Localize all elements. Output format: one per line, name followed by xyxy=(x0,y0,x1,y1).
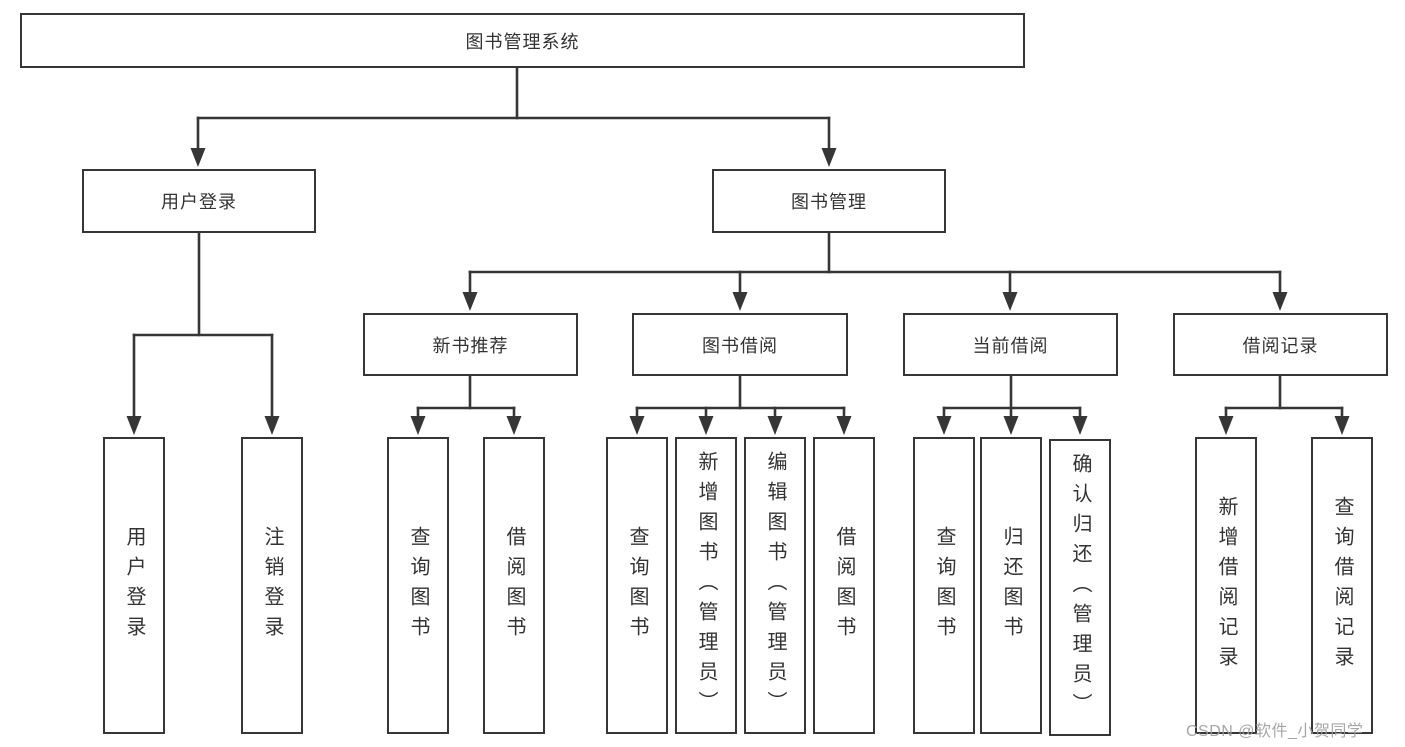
node-bb-edit-books-admin: 编辑图书（管理员） xyxy=(744,437,806,734)
node-bb-borrow-books-label: 借阅图书 xyxy=(833,525,855,646)
node-current-borrow: 当前借阅 xyxy=(903,313,1118,376)
node-system: 图书管理系统 xyxy=(20,13,1025,68)
node-new-book-recommend-label: 新书推荐 xyxy=(432,335,509,356)
node-bb-query-books-label: 查询图书 xyxy=(626,525,648,646)
node-cb-return-books: 归还图书 xyxy=(980,437,1042,734)
node-cb-query-books: 查询图书 xyxy=(913,437,975,734)
node-book-mgmt: 图书管理 xyxy=(712,169,946,233)
node-logout-label: 注销登录 xyxy=(261,525,283,646)
node-bb-edit-books-admin-label: 编辑图书（管理员） xyxy=(764,450,786,721)
node-cb-query-books-label: 查询图书 xyxy=(933,525,955,646)
node-book-borrow-label: 图书借阅 xyxy=(702,335,778,356)
node-cb-confirm-return-admin: 确认归还（管理员） xyxy=(1049,439,1111,736)
node-logout: 注销登录 xyxy=(241,437,303,734)
node-br-query-record-label: 查询借阅记录 xyxy=(1331,495,1353,676)
arrowheads xyxy=(126,148,1350,435)
node-nb-borrow-books: 借阅图书 xyxy=(483,437,545,734)
node-nb-borrow-books-label: 借阅图书 xyxy=(503,525,525,646)
node-book-borrow: 图书借阅 xyxy=(632,313,848,376)
node-book-mgmt-label: 图书管理 xyxy=(791,192,867,212)
node-bb-add-books-admin: 新增图书（管理员） xyxy=(675,437,737,734)
node-new-book-recommend: 新书推荐 xyxy=(363,313,578,376)
node-cb-return-books-label: 归还图书 xyxy=(1000,525,1022,646)
node-current-borrow-label: 当前借阅 xyxy=(972,335,1049,356)
node-nb-query-books: 查询图书 xyxy=(387,437,449,734)
node-system-label: 图书管理系统 xyxy=(465,31,580,52)
node-user-login: 用户登录 xyxy=(82,169,316,233)
node-borrow-records: 借阅记录 xyxy=(1173,313,1388,376)
node-cb-confirm-return-admin-label: 确认归还（管理员） xyxy=(1069,452,1091,723)
node-br-add-record: 新增借阅记录 xyxy=(1195,437,1257,734)
node-bb-borrow-books: 借阅图书 xyxy=(813,437,875,734)
node-user-login-leaf: 用户登录 xyxy=(103,437,165,734)
node-br-add-record-label: 新增借阅记录 xyxy=(1215,495,1237,676)
node-user-login-leaf-label: 用户登录 xyxy=(123,525,145,646)
node-nb-query-books-label: 查询图书 xyxy=(407,525,429,646)
node-bb-query-books: 查询图书 xyxy=(606,437,668,734)
node-bb-add-books-admin-label: 新增图书（管理员） xyxy=(695,450,717,721)
csdn-watermark: CSDN @软件_小贺同学 xyxy=(1186,723,1364,740)
node-br-query-record: 查询借阅记录 xyxy=(1311,437,1373,734)
node-borrow-records-label: 借阅记录 xyxy=(1242,335,1319,356)
node-user-login-label: 用户登录 xyxy=(161,192,237,212)
